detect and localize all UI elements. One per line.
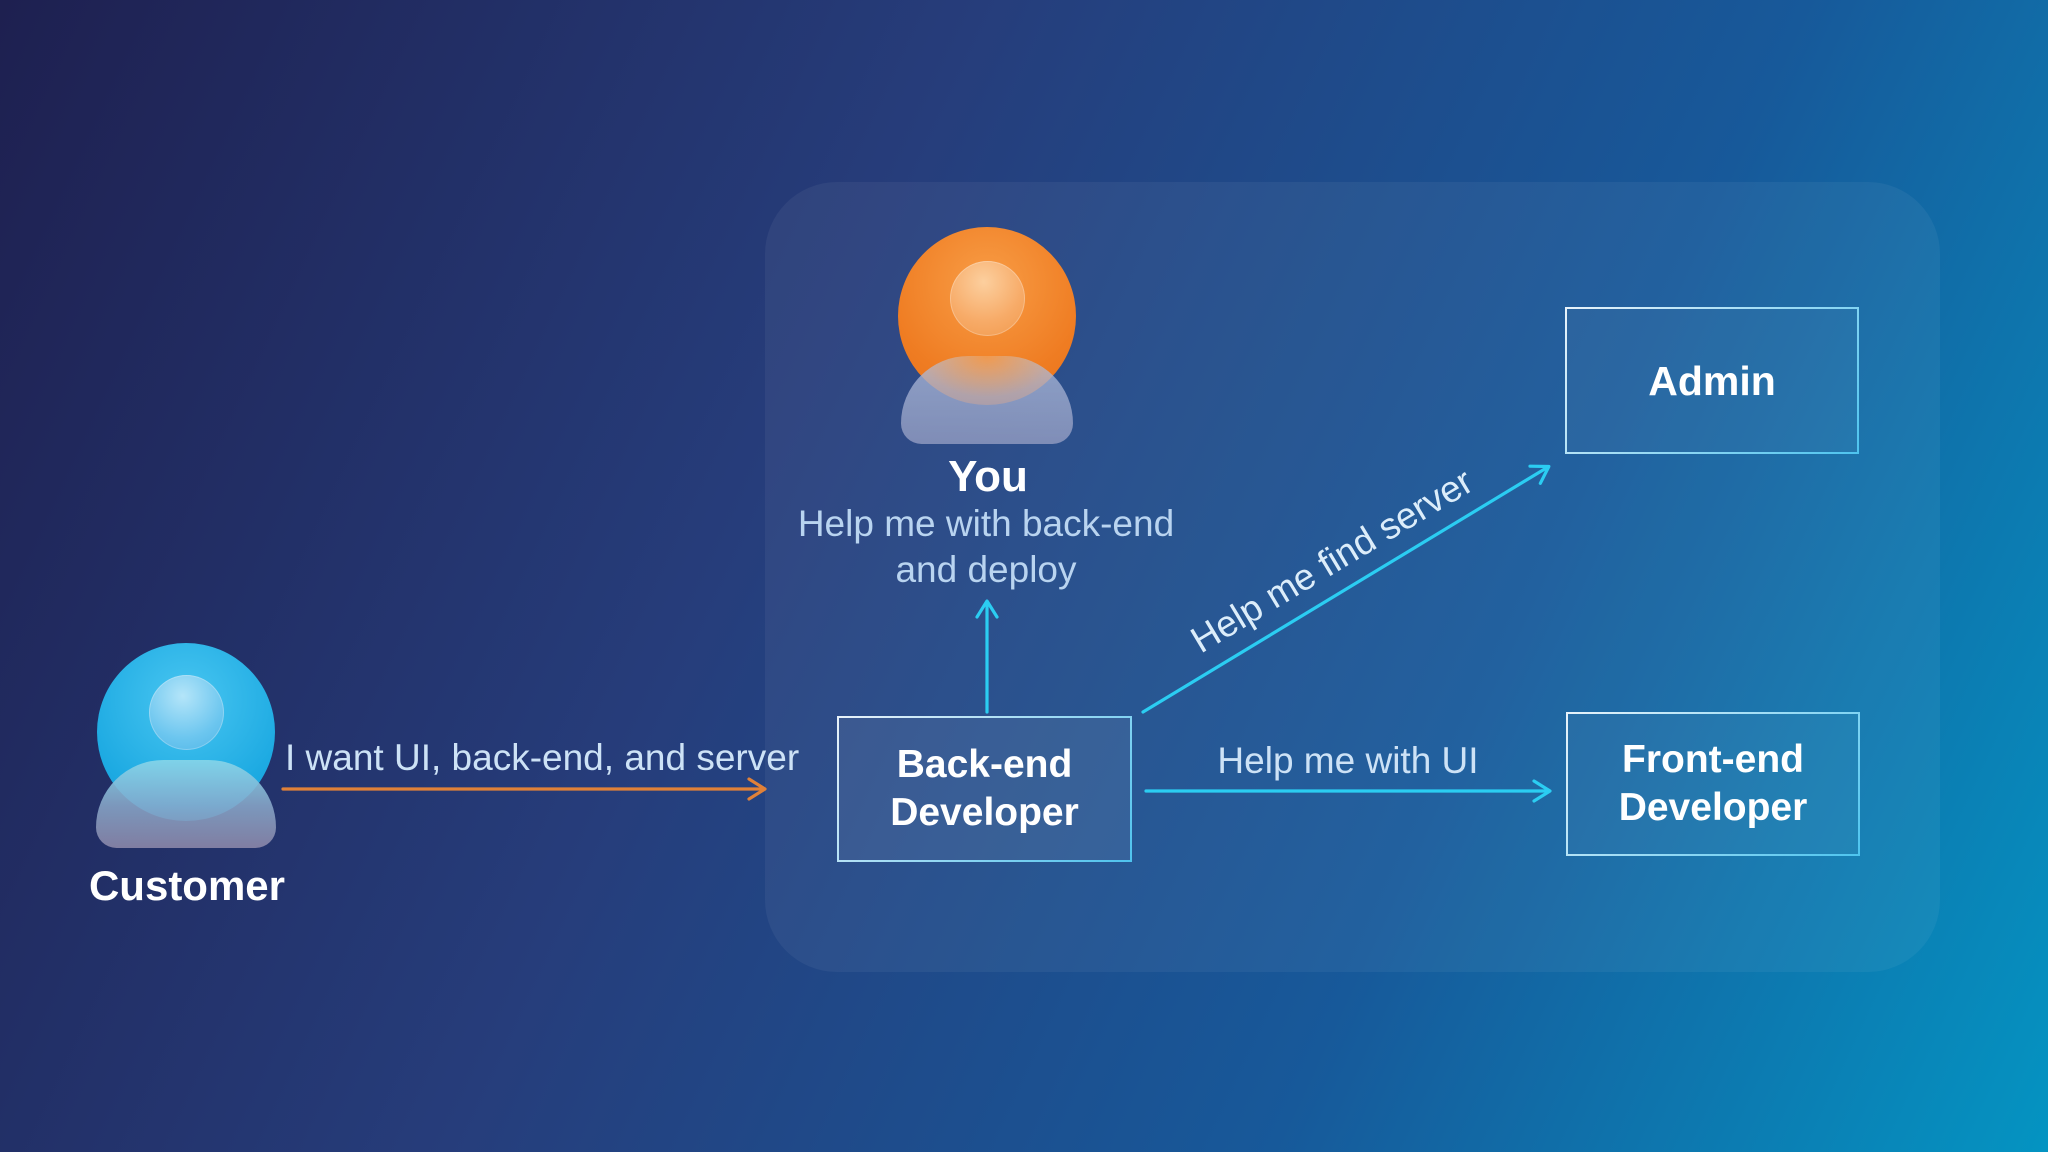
backend-developer-line1: Back-end [896,743,1073,786]
frontend-developer-box: Front-end Developer [1566,712,1860,856]
you-label: You [948,452,1028,501]
customer-avatar-icon [96,643,277,849]
you-request-line2: and deploy [895,549,1077,590]
customer-label: Customer [88,862,286,909]
customer-avatar-head [149,675,224,750]
you-avatar-body [901,356,1073,444]
you-request-text: Help me with back-end and deploy [736,501,1236,593]
customer-request-label: I want UI, back-end, and server [285,737,800,778]
you-avatar-head [950,261,1025,336]
admin-box: Admin [1565,307,1859,454]
you-avatar-icon [898,227,1078,445]
help-ui-label: Help me with UI [1217,740,1479,781]
frontend-developer-line1: Front-end [1622,738,1804,781]
backend-developer-line2: Developer [890,791,1079,834]
backend-developer-box: Back-end Developer [837,716,1132,862]
you-request-line1: Help me with back-end [797,503,1175,544]
customer-avatar-body [96,760,276,848]
frontend-developer-line2: Developer [1618,786,1808,829]
admin-label: Admin [1648,357,1776,404]
